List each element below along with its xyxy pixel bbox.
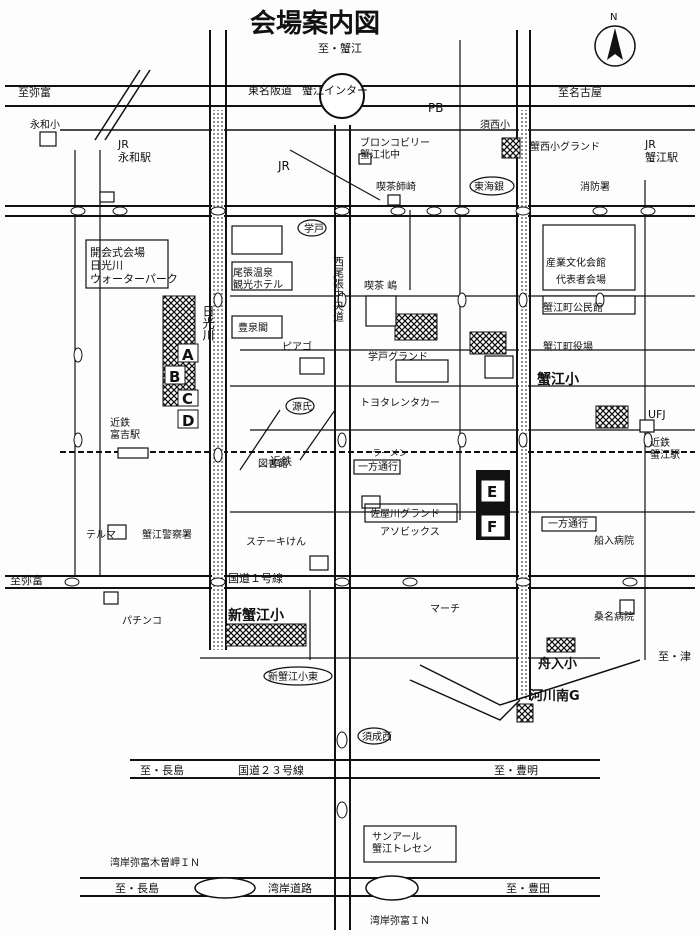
dir-nagashima-wangan: 至・長島	[115, 881, 159, 895]
north-south-road-west	[209, 30, 227, 650]
teruma-label: テルマ	[86, 530, 116, 541]
main-venue-label: 開会式会場日光川ウォーターパーク	[90, 246, 178, 285]
sunaar-label: サンアール蟹江トレセン	[372, 831, 432, 855]
one-way-1-label: 一方通行	[358, 460, 398, 473]
pb-label: PB	[428, 101, 443, 115]
funairi-hospital-label: 船入病院	[594, 534, 634, 547]
svg-text:A: A	[182, 346, 194, 364]
kawago-ground-label: 河川南G	[530, 688, 580, 704]
wangan-yatomi-label: 湾岸弥富ＩＮ	[370, 914, 430, 927]
jr-label: JR	[277, 159, 290, 173]
map-title: 会場案内図	[250, 8, 380, 39]
wangan-road	[80, 877, 600, 897]
wangan-ic-west	[194, 877, 256, 899]
svg-text:F: F	[487, 518, 497, 536]
dir-nagashima-23: 至・長島	[140, 763, 184, 777]
nagawa-school-label: 永和小	[30, 118, 60, 131]
yakuba-label: 蟹江町役場	[543, 340, 593, 353]
library-label: 図書館	[258, 457, 288, 470]
svg-text:B: B	[169, 368, 180, 386]
interchange-circle	[319, 73, 365, 119]
wangan-yatomi-kisozaki-label: 湾岸弥富木曽岬ＩＮ	[110, 856, 200, 869]
bronco-label: ブロンコビリー蟹江北中	[360, 136, 430, 161]
dir-tsushima: 至・津	[658, 650, 691, 663]
gakudo-ground-label: 学戸グランド	[368, 350, 428, 363]
station-kintetsu-tomiyoshi: 近鉄富吉駅	[110, 416, 140, 441]
toyota-rent-label: トヨタレンタカー	[360, 397, 440, 409]
route-23-road	[130, 759, 600, 779]
ramen-label: ラーメン	[372, 448, 408, 459]
dir-yatomi-top: 至弥富	[18, 85, 51, 99]
one-way-2-label: 一方通行	[548, 517, 588, 530]
shin-kanie-school-big-label: 新蟹江小	[228, 607, 284, 624]
hotel-label: 尾張温泉観光ホテル	[233, 266, 283, 291]
daihyo-label: 代表者会場	[556, 273, 606, 286]
venue-e: E	[480, 479, 506, 503]
police-label: 蟹江警察署	[142, 528, 192, 541]
kuwana-hospital-label: 桑名病院	[594, 610, 634, 623]
sangyo-label: 産業文化会館	[546, 256, 606, 269]
kanie-kominkan-label: 蟹江町公民館	[543, 301, 603, 314]
march-label: マーチ	[430, 603, 460, 615]
venue-b: B	[164, 365, 186, 386]
north-arrow-icon: N	[594, 12, 636, 67]
kissa-label: 喫茶師崎	[376, 180, 416, 193]
nishio-central-road	[334, 125, 351, 930]
steak-label: ステーキけん	[246, 536, 306, 548]
dir-toyoake: 至・豊明	[494, 764, 538, 777]
svg-text:E: E	[487, 483, 497, 501]
svg-text:N: N	[610, 12, 617, 23]
wangan-ic-east	[365, 875, 419, 901]
ufj-label: UFJ	[648, 408, 666, 421]
nishio-central-label: 西尾張中央道	[332, 256, 345, 322]
higashiura-label: 東海銀	[474, 180, 504, 193]
gakudo-label: 学戸	[304, 222, 324, 235]
svg-text:C: C	[182, 390, 193, 408]
funairi-school-label: 舟入小	[538, 656, 577, 672]
venue-c: C	[177, 389, 199, 408]
route1-label: 国道１号線	[228, 571, 283, 585]
venue-d: D	[177, 409, 199, 430]
route23-label: 国道２３号線	[238, 763, 304, 777]
kanie-nishi-ground-label: 蟹西小グランド	[530, 140, 600, 153]
sugiarinishi-label: 須成西	[362, 731, 392, 743]
dir-toyota: 至・豊田	[506, 882, 550, 895]
dir-nagoya: 至名古屋	[558, 85, 602, 99]
pachinko-label: パチンコ	[122, 615, 162, 627]
kintetsu-label: 近鉄	[270, 454, 292, 468]
svg-text:D: D	[182, 412, 194, 430]
sasakawa-ground-label: 佐屋川グランド	[370, 507, 440, 520]
kanie-school-label: 蟹江小	[536, 371, 579, 388]
shobosho-label: 消防署	[580, 180, 610, 193]
genji-label: 源氏	[292, 400, 312, 413]
shin-kanie-school-label: 新蟹江小東	[268, 670, 318, 683]
diagonal-roads	[94, 69, 641, 721]
label-frames	[85, 176, 597, 863]
hosenkaku-label: 豊泉閣	[238, 321, 268, 334]
river-label: 日光川	[201, 305, 215, 341]
asobix-label: アソビックス	[380, 526, 440, 538]
piago-label: ピアゴ	[282, 340, 312, 353]
kissa-shima-label: 喫茶 嶋	[364, 279, 397, 292]
signal-markers	[64, 206, 656, 819]
dir-yatomi-mid: 至弥富	[10, 573, 43, 587]
dir-kanie-top: 至・蟹江	[318, 41, 362, 55]
kanie-nishi-school-label: 須西小	[480, 119, 510, 131]
outlined-buildings	[39, 131, 655, 615]
kanie-ic-label: 蟹江インター	[302, 83, 368, 97]
tomei-label: 東名阪道	[248, 83, 292, 97]
wangan-label: 湾岸道路	[268, 881, 312, 895]
station-kintetsu-kanie: 近鉄蟹江駅	[650, 436, 680, 461]
venue-f: F	[480, 514, 506, 538]
venue-a: A	[177, 343, 199, 364]
